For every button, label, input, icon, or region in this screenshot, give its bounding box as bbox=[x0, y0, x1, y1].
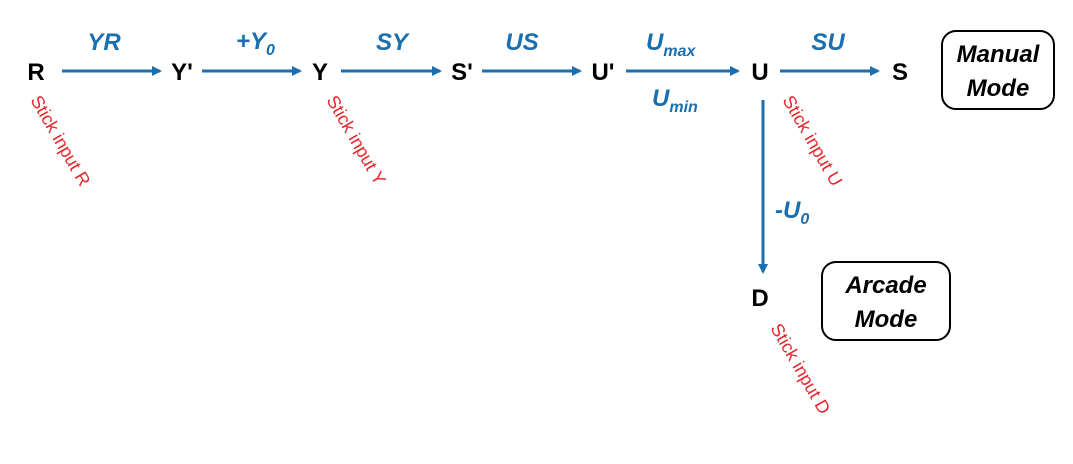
node-r: R bbox=[27, 59, 44, 86]
node-s-prime: S' bbox=[451, 59, 473, 86]
edge-label-us: US bbox=[505, 29, 538, 56]
edge-label-minus-u0: -U0 bbox=[775, 197, 809, 228]
edge-label-sy: SY bbox=[376, 29, 410, 56]
stick-input-y: Stick input Y bbox=[323, 92, 390, 188]
arcade-mode-line2: Mode bbox=[855, 306, 918, 333]
node-y-prime: Y' bbox=[171, 59, 193, 86]
node-y: Y bbox=[312, 59, 328, 86]
stick-input-u: Stick input U bbox=[779, 92, 847, 190]
stick-input-r: Stick input R bbox=[27, 92, 95, 190]
node-u: U bbox=[751, 59, 768, 86]
edge-label-umin: Umin bbox=[652, 85, 698, 116]
manual-mode-box: Manual Mode bbox=[941, 30, 1055, 110]
manual-mode-line1: Manual bbox=[957, 41, 1041, 68]
edge-label-yr: YR bbox=[87, 29, 121, 56]
edge-label-su: SU bbox=[811, 29, 845, 56]
edge-label-umax: Umax bbox=[646, 29, 696, 60]
edge-label-plus-y0: +Y0 bbox=[236, 28, 275, 59]
node-d: D bbox=[751, 285, 768, 312]
arcade-mode-line1: Arcade bbox=[844, 272, 926, 299]
arcade-mode-box: Arcade Mode bbox=[821, 261, 951, 341]
node-u-prime: U' bbox=[591, 59, 614, 86]
node-s: S bbox=[892, 59, 908, 86]
manual-mode-line2: Mode bbox=[967, 75, 1030, 102]
